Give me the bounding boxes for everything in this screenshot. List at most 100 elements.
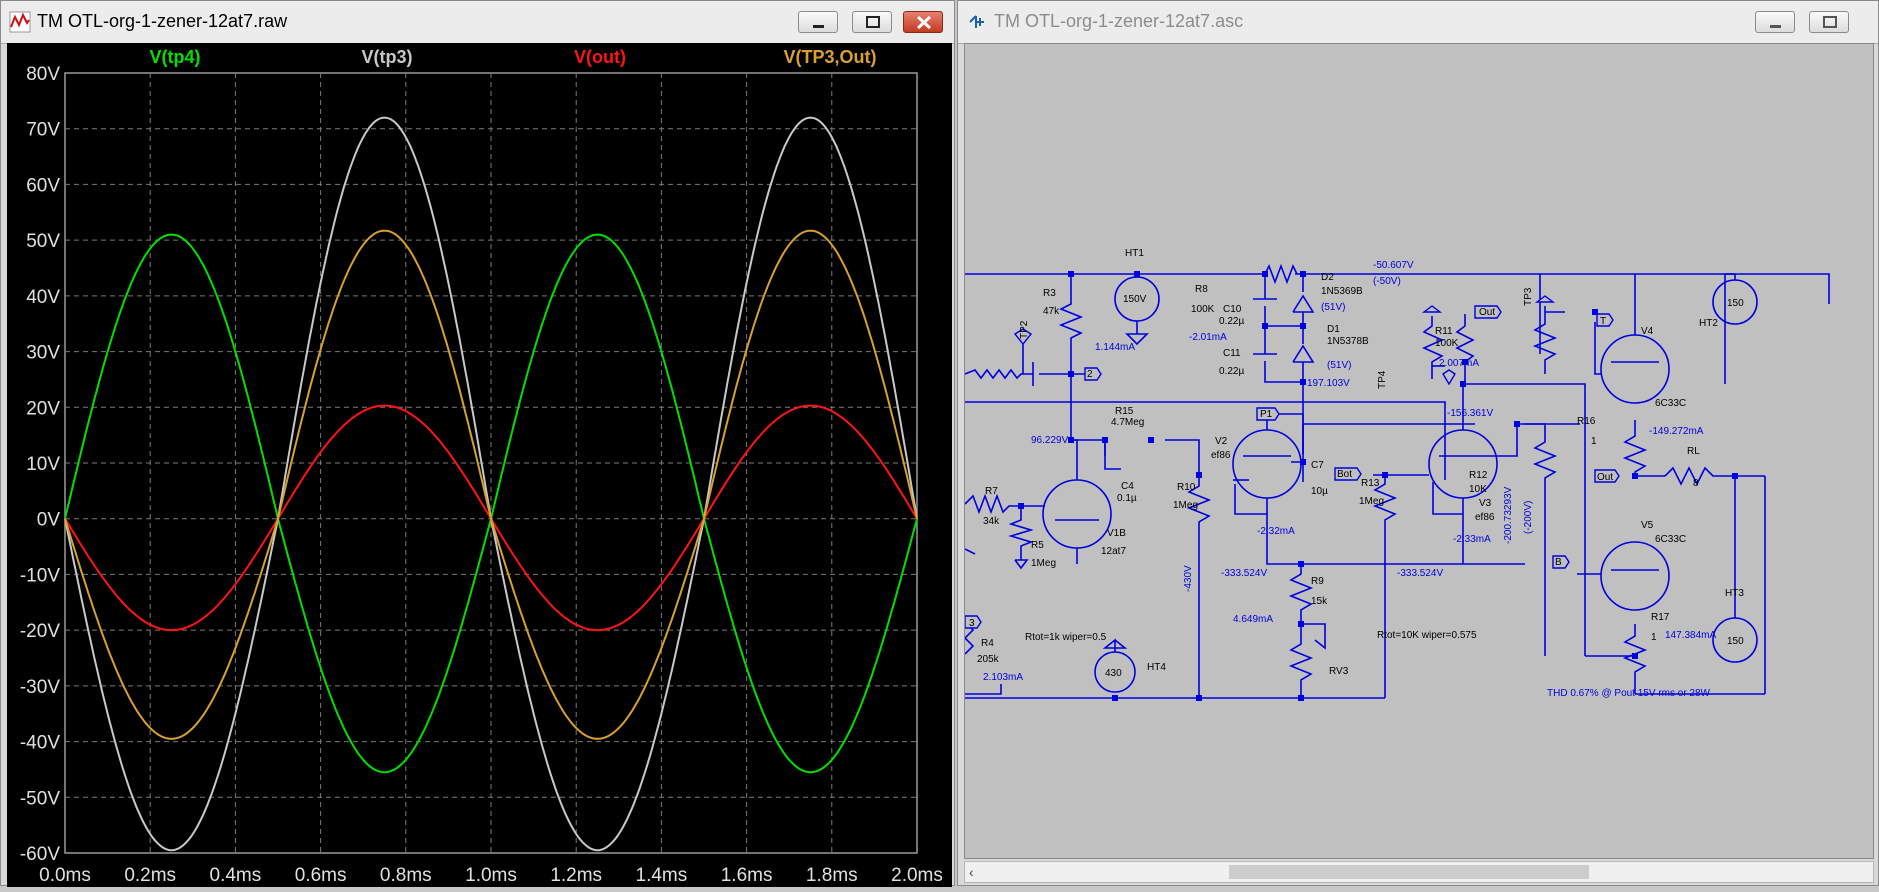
svg-text:(51V): (51V): [1327, 360, 1351, 371]
svg-text:-50.607V: -50.607V: [1373, 260, 1414, 271]
svg-text:P1: P1: [1260, 409, 1273, 420]
schematic-drawing[interactable]: HT1 150V 1.144mA R8 100K C10 0.22µ -2.01…: [963, 44, 1877, 860]
svg-text:8: 8: [1693, 478, 1699, 489]
y-tick-label: 20V: [26, 398, 60, 419]
svg-text:100K: 100K: [1191, 304, 1215, 315]
series-line: [64, 233, 918, 774]
maximize-icon: [1823, 16, 1837, 28]
svg-text:96.229V: 96.229V: [1031, 435, 1069, 446]
y-tick-label: 30V: [26, 343, 60, 364]
svg-text:Out: Out: [1597, 472, 1613, 483]
x-tick-label: 0.0ms: [39, 865, 91, 886]
svg-text:1.144mA: 1.144mA: [1095, 342, 1135, 353]
y-tick-label: 80V: [26, 64, 60, 85]
legend-entry[interactable]: V(out): [574, 47, 626, 67]
waveform-icon: [9, 11, 31, 33]
svg-text:205k: 205k: [977, 654, 1000, 665]
svg-text:TP2: TP2: [1019, 320, 1030, 339]
y-tick-label: 0V: [37, 510, 61, 531]
schematic-titlebar[interactable]: TM OTL-org-1-zener-12at7.asc: [958, 1, 1878, 44]
svg-text:10µ: 10µ: [1311, 486, 1328, 497]
schematic-canvas[interactable]: HT1 150V 1.144mA R8 100K C10 0.22µ -2.01…: [963, 43, 1877, 860]
svg-text:4.7Meg: 4.7Meg: [1111, 417, 1144, 428]
svg-text:147.384mA: 147.384mA: [1665, 630, 1716, 641]
svg-text:15k: 15k: [1311, 596, 1328, 607]
svg-text:V5: V5: [1641, 520, 1654, 531]
waveform-window-title: TM OTL-org-1-zener-12at7.raw: [37, 11, 288, 31]
legend-entry[interactable]: V(tp4): [150, 47, 201, 67]
svg-text:(51V): (51V): [1321, 302, 1345, 313]
x-tick-label: 0.4ms: [210, 865, 262, 886]
svg-text:C11: C11: [1223, 348, 1241, 359]
svg-text:R12: R12: [1469, 470, 1488, 481]
svg-text:0.1µ: 0.1µ: [1117, 493, 1137, 504]
y-tick-label: -60V: [20, 844, 60, 865]
svg-text:Rtot=10K wiper=0.575: Rtot=10K wiper=0.575: [1377, 630, 1477, 641]
svg-text:ef86: ef86: [1475, 512, 1495, 523]
schematic-window: TM OTL-org-1-zener-12at7.asc: [957, 0, 1879, 886]
svg-text:2.103mA: 2.103mA: [983, 672, 1023, 683]
x-tick-label: 0.2ms: [124, 865, 176, 886]
schematic-wires: [963, 263, 1830, 699]
svg-text:RL: RL: [1687, 446, 1700, 457]
svg-text:(-50V): (-50V): [1373, 276, 1401, 287]
waveform-chart[interactable]: V(tp4)V(tp3)V(out)V(TP3,Out) 80V70V60V50…: [7, 43, 952, 887]
svg-text:T: T: [1600, 316, 1606, 327]
y-tick-label: -10V: [20, 565, 60, 586]
maximize-button[interactable]: [852, 11, 892, 33]
svg-text:-430V: -430V: [1183, 565, 1194, 592]
schematic-maximize-button[interactable]: [1809, 11, 1849, 33]
schematic-minimize-button[interactable]: [1755, 11, 1795, 33]
legend-entry[interactable]: V(TP3,Out): [784, 47, 877, 67]
svg-text:1N5369B: 1N5369B: [1321, 286, 1363, 297]
schematic-window-title: TM OTL-org-1-zener-12at7.asc: [994, 11, 1244, 31]
svg-text:-200.73293V: -200.73293V: [1503, 486, 1514, 544]
svg-text:-2.01mA: -2.01mA: [1189, 332, 1227, 343]
svg-text:V2: V2: [1215, 436, 1228, 447]
svg-text:Out: Out: [1479, 307, 1495, 318]
svg-text:(-200V): (-200V): [1523, 501, 1534, 534]
scroll-left-icon[interactable]: ‹: [969, 864, 974, 880]
svg-text:3: 3: [969, 618, 975, 629]
minimize-icon: [813, 25, 824, 28]
svg-text:-333.524V: -333.524V: [1221, 568, 1267, 579]
svg-text:150: 150: [1727, 298, 1744, 309]
svg-text:ef86: ef86: [1211, 450, 1231, 461]
svg-text:B: B: [1555, 557, 1562, 568]
y-tick-label: -40V: [20, 733, 60, 754]
svg-text:2: 2: [1087, 369, 1093, 380]
svg-text:C7: C7: [1311, 460, 1324, 471]
y-tick-label: 40V: [26, 287, 60, 308]
svg-text:6C33C: 6C33C: [1655, 398, 1686, 409]
svg-text:1Meg: 1Meg: [1359, 496, 1384, 507]
horizontal-scrollbar[interactable]: ‹: [964, 861, 1874, 883]
y-tick-label: 60V: [26, 175, 60, 196]
x-tick-label: 1.8ms: [806, 865, 858, 886]
minimize-button[interactable]: [798, 11, 838, 33]
svg-text:Bot: Bot: [1337, 469, 1352, 480]
svg-text:150V: 150V: [1123, 294, 1147, 305]
svg-text:V3: V3: [1479, 498, 1492, 509]
waveform-titlebar[interactable]: TM OTL-org-1-zener-12at7.raw: [1, 1, 954, 44]
scrollbar-thumb[interactable]: [1229, 865, 1589, 879]
svg-text:12at7: 12at7: [1101, 546, 1126, 557]
svg-text:R4: R4: [981, 638, 994, 649]
x-tick-label: 1.0ms: [465, 865, 517, 886]
svg-text:6C33C: 6C33C: [1655, 534, 1686, 545]
svg-text:10K: 10K: [1469, 484, 1487, 495]
svg-text:HT4: HT4: [1147, 662, 1166, 673]
svg-text:R11: R11: [1435, 326, 1453, 337]
svg-text:197.103V: 197.103V: [1307, 378, 1350, 389]
series-group: [64, 116, 918, 852]
svg-text:-2.32mA: -2.32mA: [1257, 526, 1295, 537]
svg-text:HT2: HT2: [1699, 318, 1718, 329]
close-button[interactable]: [903, 11, 943, 33]
legend-entry[interactable]: V(tp3): [362, 47, 413, 67]
waveform-window: TM OTL-org-1-zener-12at7.raw V(tp4) V(tp3…: [0, 0, 955, 887]
svg-text:HT3: HT3: [1725, 588, 1744, 599]
x-tick-label: 1.6ms: [721, 865, 773, 886]
svg-text:R15: R15: [1115, 406, 1134, 417]
y-axis: 80V70V60V50V40V30V20V10V0V-10V-20V-30V-4…: [20, 64, 60, 865]
